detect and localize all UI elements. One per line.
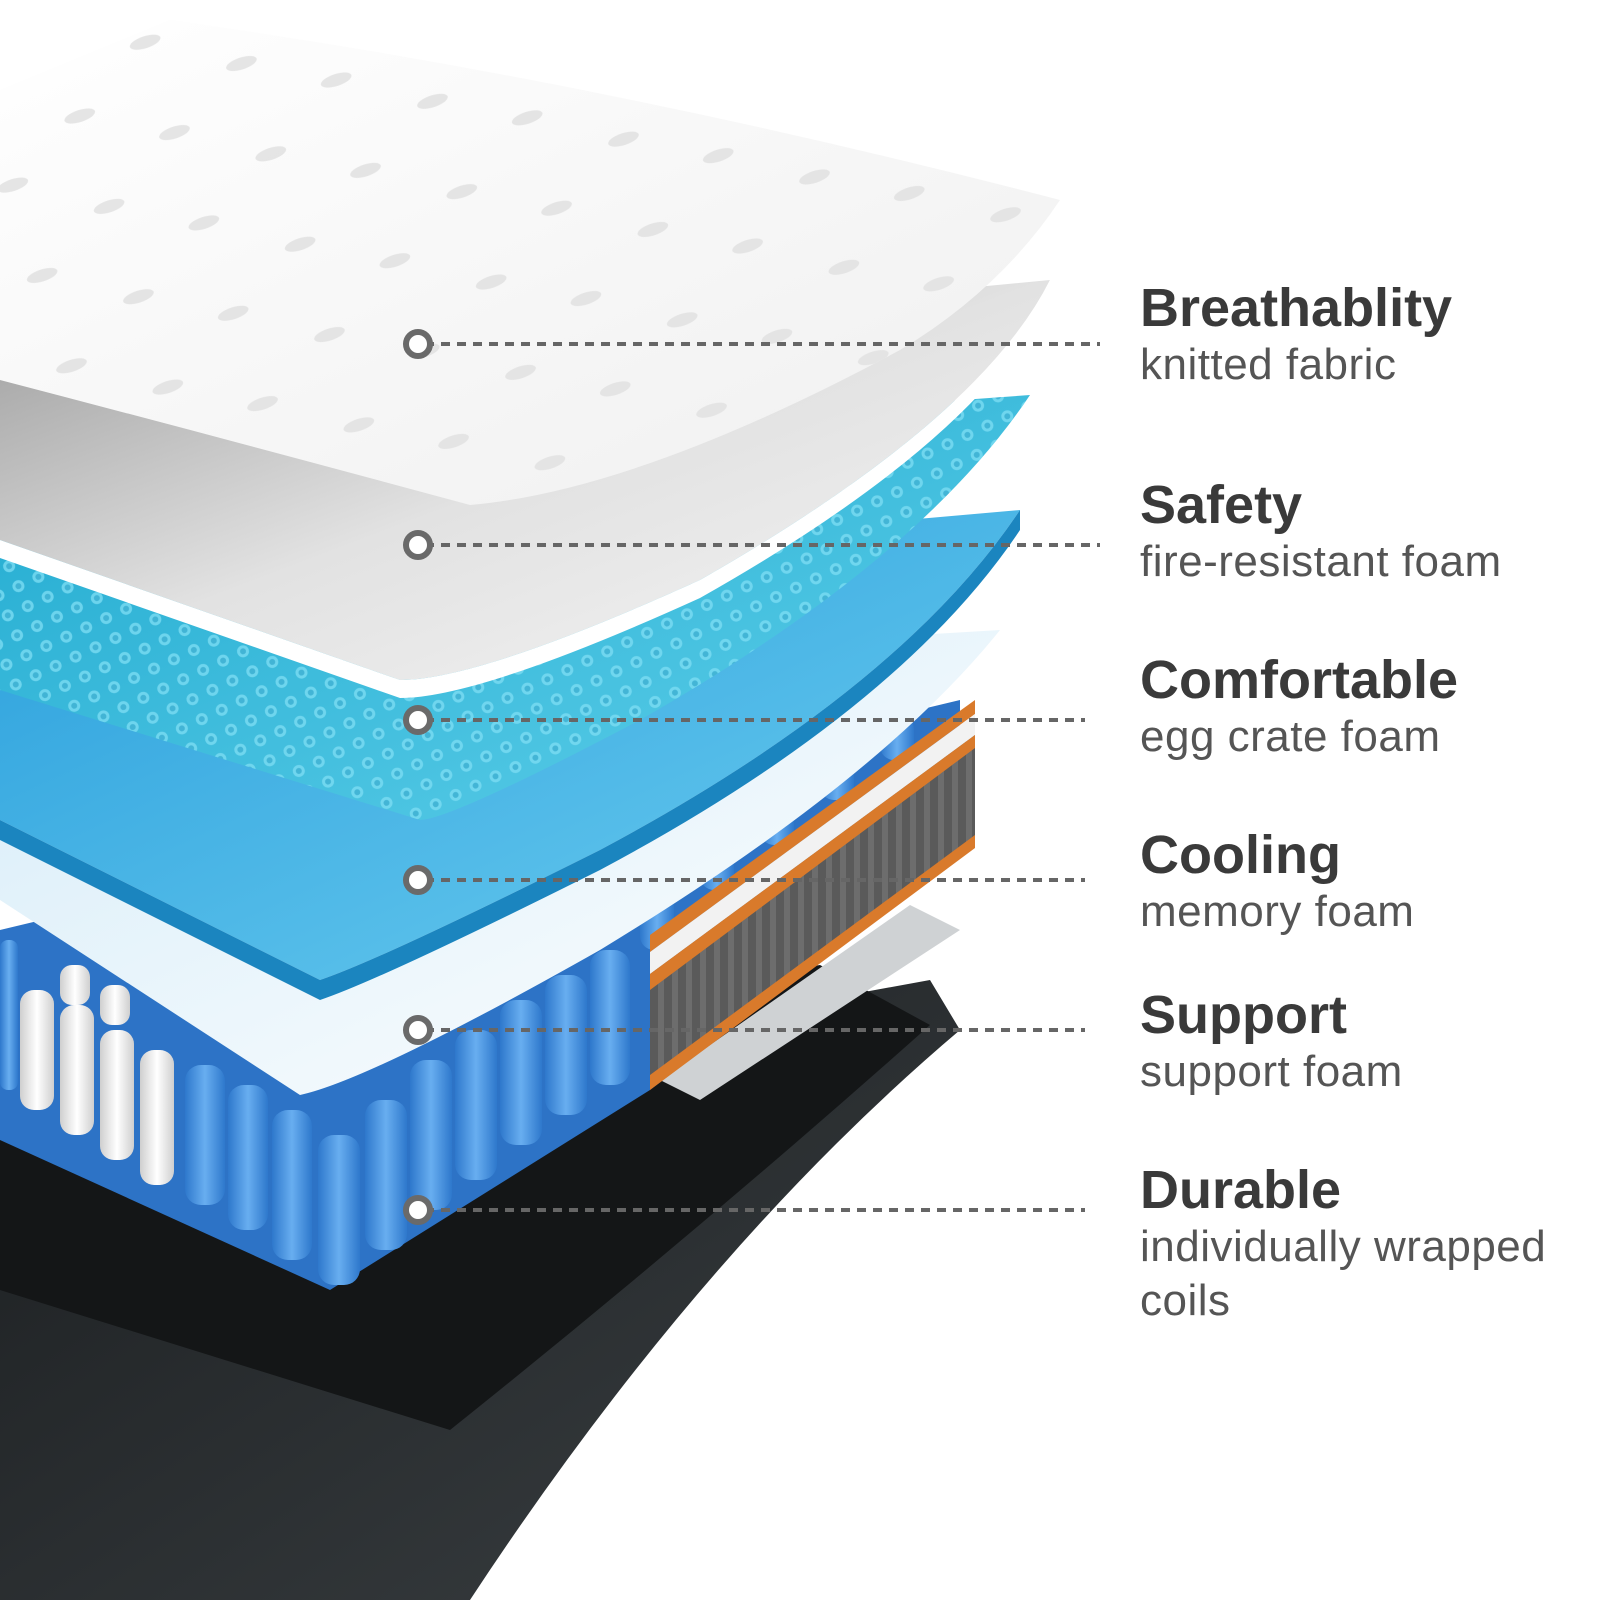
- label-support: Support support foam: [1140, 985, 1590, 1099]
- blue-coil: [545, 975, 587, 1115]
- marker-dot-durable: [403, 1195, 433, 1225]
- white-coil: [60, 965, 90, 1005]
- label-title: Durable: [1140, 1160, 1342, 1220]
- label-title: Breathablity: [1140, 278, 1453, 338]
- label-comfortable: Comfortable egg crate foam: [1140, 650, 1590, 764]
- memory-foam-edge: [0, 510, 1020, 1000]
- marker-dot-support: [403, 1015, 433, 1045]
- blue-coil: [455, 1030, 497, 1180]
- white-coil: [60, 1005, 94, 1135]
- edge-support-frame: [650, 700, 975, 1090]
- orange-rail-top: [650, 700, 975, 952]
- blue-coil: [185, 1065, 225, 1205]
- label-breathability: Breathablity knitted fabric: [1140, 278, 1590, 392]
- marker-dot-cooling: [403, 865, 433, 895]
- white-coil: [20, 990, 54, 1110]
- label-subtitle: individually wrapped coils: [1140, 1222, 1547, 1325]
- blue-coil: [272, 1110, 312, 1260]
- label-subtitle: memory foam: [1140, 887, 1415, 936]
- label-title: Support: [1140, 985, 1347, 1045]
- label-title: Comfortable: [1140, 650, 1459, 710]
- blue-coil: [410, 1060, 452, 1210]
- leader-lines: [425, 342, 1100, 1212]
- label-title: Safety: [1140, 475, 1303, 535]
- white-rail: [650, 714, 975, 974]
- white-coil: [100, 985, 130, 1025]
- label-subtitle: support foam: [1140, 1047, 1403, 1096]
- white-coil: [140, 1050, 174, 1185]
- blue-coil: [500, 1000, 542, 1145]
- orange-rail-mid: [650, 735, 975, 990]
- label-cooling: Cooling memory foam: [1140, 825, 1590, 939]
- orange-rail-bottom: [650, 835, 975, 1090]
- label-title: Cooling: [1140, 825, 1341, 885]
- marker-dot-safety: [403, 530, 433, 560]
- label-safety: Safety fire-resistant foam: [1140, 475, 1590, 589]
- blue-coil: [365, 1100, 407, 1250]
- label-subtitle: knitted fabric: [1140, 340, 1397, 389]
- side-fabric: [650, 720, 975, 1085]
- leader-markers: [403, 329, 433, 1225]
- blue-coil: [318, 1135, 360, 1285]
- blue-coil: [0, 940, 18, 1090]
- knitted-fabric-texture: [0, 20, 1060, 505]
- label-durable: Durable individually wrapped coils: [1140, 1160, 1590, 1328]
- label-subtitle: egg crate foam: [1140, 712, 1441, 761]
- blue-coil: [590, 950, 630, 1085]
- marker-dot-comfortable: [403, 705, 433, 735]
- marker-dot-breathability: [403, 329, 433, 359]
- base-grey-sheet: [660, 905, 960, 1100]
- blue-coil: [228, 1085, 268, 1230]
- white-coil: [100, 1030, 134, 1160]
- label-subtitle: fire-resistant foam: [1140, 537, 1502, 586]
